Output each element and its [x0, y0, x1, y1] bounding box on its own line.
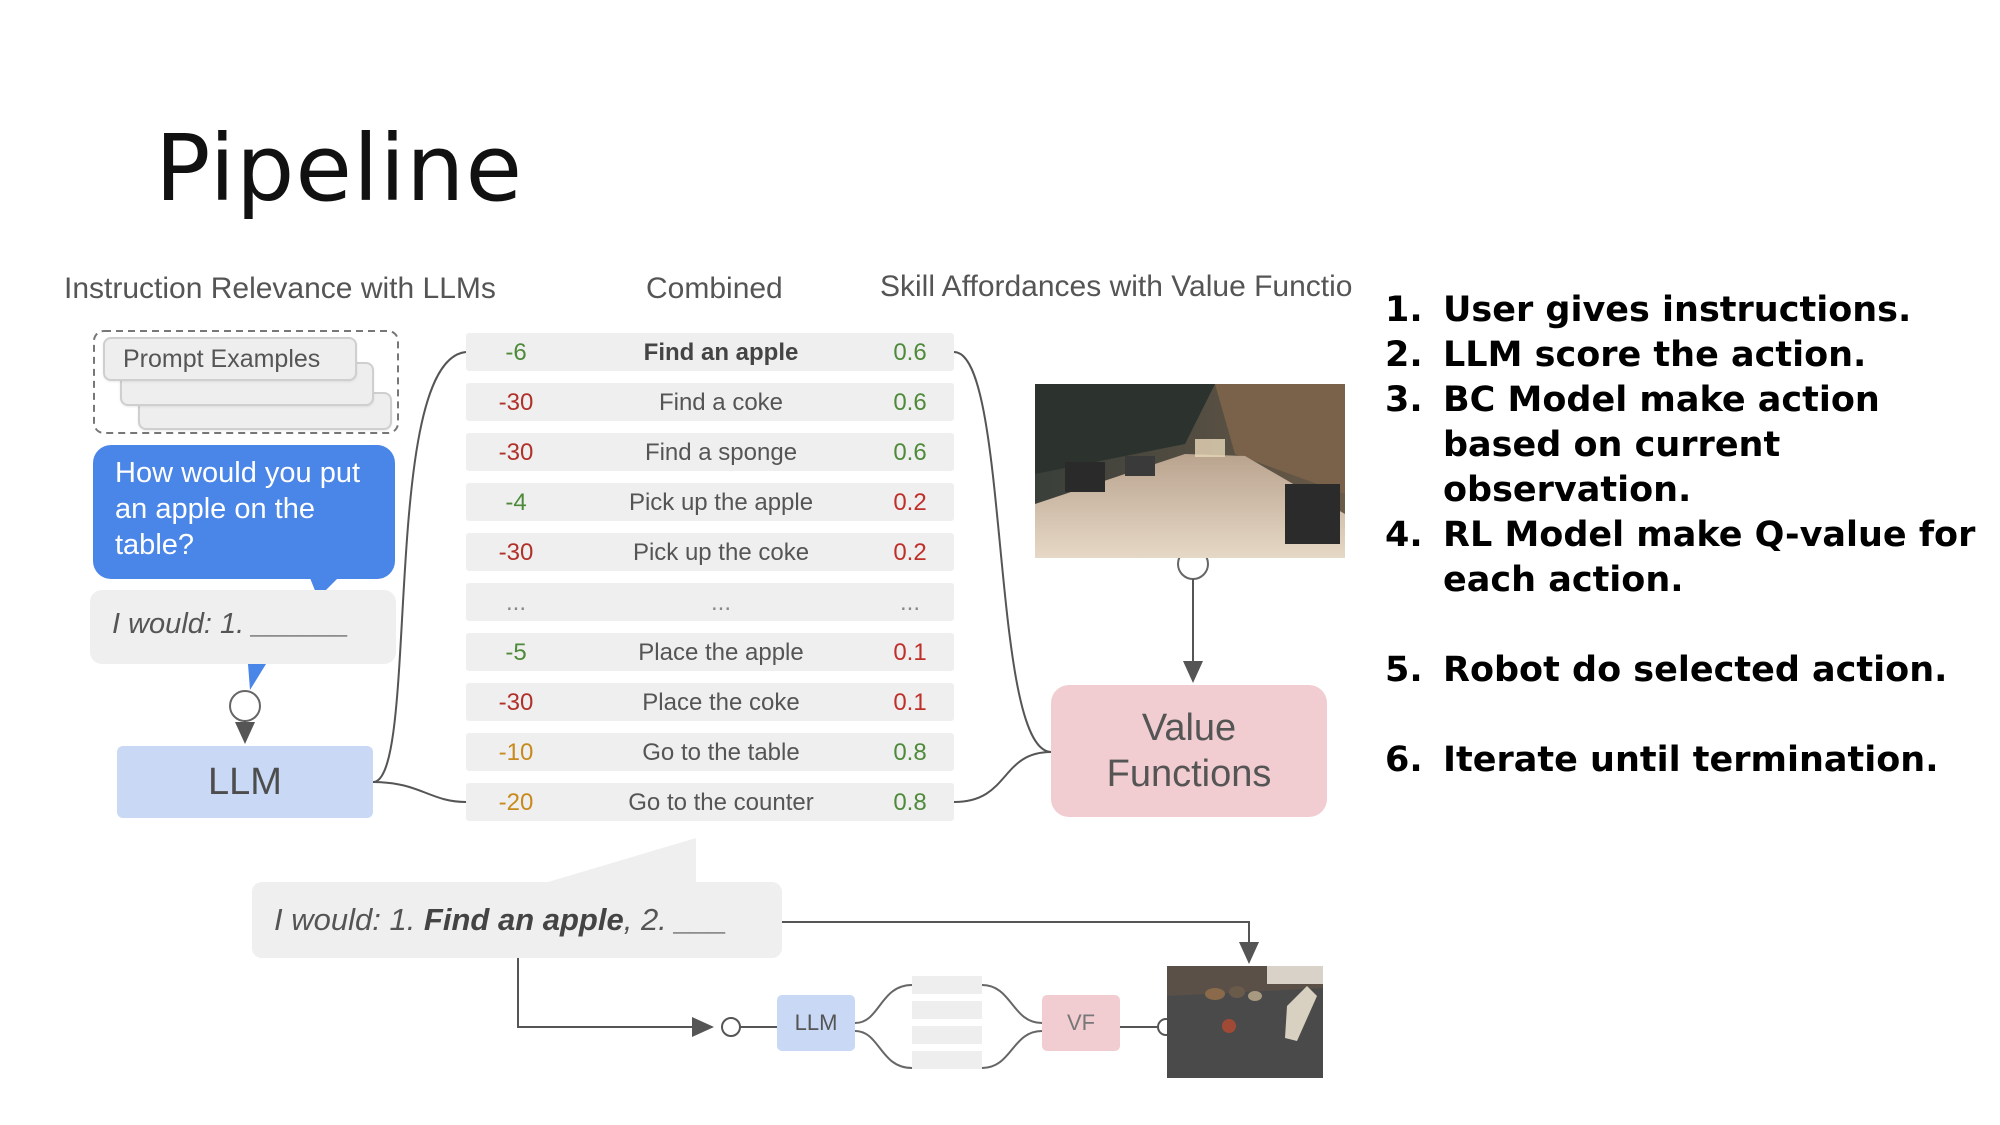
step-number: 1. — [1385, 290, 1423, 330]
llm-score: -6 — [505, 339, 527, 366]
page-title: Pipeline — [155, 115, 524, 222]
vf-score: ... — [899, 589, 920, 616]
llm-score: ... — [505, 589, 526, 616]
step-number: 3. — [1385, 380, 1423, 420]
answer-box: I would: 1. ______ — [90, 590, 396, 664]
question-line: an apple on the — [115, 493, 315, 525]
table-row: -20 Go to the counter 0.8 — [466, 783, 954, 821]
skill-label: ... — [710, 589, 731, 616]
robot-camera-image — [1035, 384, 1345, 558]
skill-label: Find a coke — [658, 389, 784, 416]
step-text: LLM score the action. — [1443, 335, 1867, 375]
mini-table-row — [912, 1026, 982, 1044]
llm-score: -30 — [498, 439, 534, 466]
skill-label: Pick up the coke — [632, 539, 810, 566]
vf-score: 0.1 — [893, 689, 927, 716]
mini-vf-box: VF — [1042, 995, 1120, 1051]
skill-label: Find an apple — [643, 339, 799, 366]
header-instruction-relevance: Instruction Relevance with LLMs — [64, 272, 496, 305]
header-skill-affordances: Skill Affordances with Value Functio — [880, 270, 1353, 303]
vf-line: Functions — [1106, 753, 1272, 795]
mini-table-row — [912, 1001, 982, 1019]
step-number: 2. — [1385, 335, 1423, 375]
vf-score: 0.8 — [893, 739, 927, 766]
mini-table-row — [912, 1051, 982, 1069]
vf-score: 0.2 — [893, 539, 927, 566]
table-row: -4 Pick up the apple 0.2 — [466, 483, 954, 521]
table-row: -30 Place the coke 0.1 — [466, 683, 954, 721]
step-number: 4. — [1385, 515, 1423, 555]
llm-score: -20 — [498, 789, 534, 816]
vf-score: 0.6 — [893, 339, 927, 366]
llm-score: -30 — [498, 539, 534, 566]
skill-label: Place the coke — [642, 689, 800, 716]
table-row: -5 Place the apple 0.1 — [466, 633, 954, 671]
table-row: -6 Find an apple 0.6 — [466, 333, 954, 371]
final-selected-skill: Find an apple — [423, 902, 624, 937]
skill-label: Place the apple — [638, 639, 804, 666]
answer-blank: ______ — [252, 608, 350, 640]
step-text: BC Model make action based on current ob… — [1443, 380, 1880, 510]
step-text: Robot do selected action. — [1443, 650, 1948, 690]
step-number: 5. — [1385, 650, 1423, 690]
vf-line: Value — [1141, 707, 1237, 749]
llm-score: -30 — [498, 389, 534, 416]
table-row: ... ... ... — [466, 583, 954, 621]
value-functions-box: Value Functions — [1051, 685, 1327, 817]
table-row: -30 Find a coke 0.6 — [466, 383, 954, 421]
question-line: How would you put — [115, 457, 361, 489]
mini-table-row — [912, 976, 982, 994]
final-suffix: , 2. — [623, 902, 676, 937]
vf-score: 0.8 — [893, 789, 927, 816]
llm-score: -4 — [505, 489, 527, 516]
list-item: 3. BC Model make action based on current… — [1385, 378, 2000, 513]
list-item: 6. Iterate until termination. — [1385, 738, 2000, 783]
vf-score: 0.2 — [893, 489, 927, 516]
table-row: -30 Find a sponge 0.6 — [466, 433, 954, 471]
vf-score: 0.6 — [893, 389, 927, 416]
llm-score: -10 — [498, 739, 534, 766]
final-blank: ___ — [675, 902, 728, 937]
list-item: 5. Robot do selected action. — [1385, 648, 2000, 693]
vf-score: 0.1 — [893, 639, 927, 666]
skill-label: Go to the table — [642, 739, 800, 766]
question-bubble: How would you put an apple on the table? — [93, 445, 395, 579]
header-combined: Combined — [646, 272, 783, 305]
mini-llm-box: LLM — [777, 995, 855, 1051]
prompt-examples-label: Prompt Examples — [123, 345, 321, 373]
step-text: User gives instructions. — [1443, 290, 1912, 330]
llm-box: LLM — [117, 746, 373, 818]
table-row: -10 Go to the table 0.8 — [466, 733, 954, 771]
final-answer-box: I would: 1. Find an apple, 2. ___ — [252, 882, 782, 958]
llm-score: -5 — [505, 639, 527, 666]
vf-score: 0.6 — [893, 439, 927, 466]
table-row: -30 Pick up the coke 0.2 — [466, 533, 954, 571]
list-item: 1. User gives instructions. — [1385, 288, 2000, 333]
answer-prefix: I would: 1. — [112, 608, 253, 640]
question-line: table? — [115, 529, 195, 561]
step-text: Iterate until termination. — [1443, 740, 1939, 780]
step-number: 6. — [1385, 740, 1423, 780]
skill-label: Pick up the apple — [628, 489, 814, 516]
robot-table-image — [1167, 966, 1323, 1078]
skill-label: Find a sponge — [644, 439, 798, 466]
step-text: RL Model make Q-value for each action. — [1443, 515, 1976, 600]
skill-label: Go to the counter — [628, 789, 814, 816]
final-prefix: I would: 1. — [274, 902, 424, 937]
steps-list: 1. User gives instructions. 2. LLM score… — [1385, 288, 2000, 783]
llm-score: -30 — [498, 689, 534, 716]
list-item: 4. RL Model make Q-value for each action… — [1385, 513, 2000, 603]
prompt-card-front — [103, 337, 357, 381]
list-item: 2. LLM score the action. — [1385, 333, 2000, 378]
